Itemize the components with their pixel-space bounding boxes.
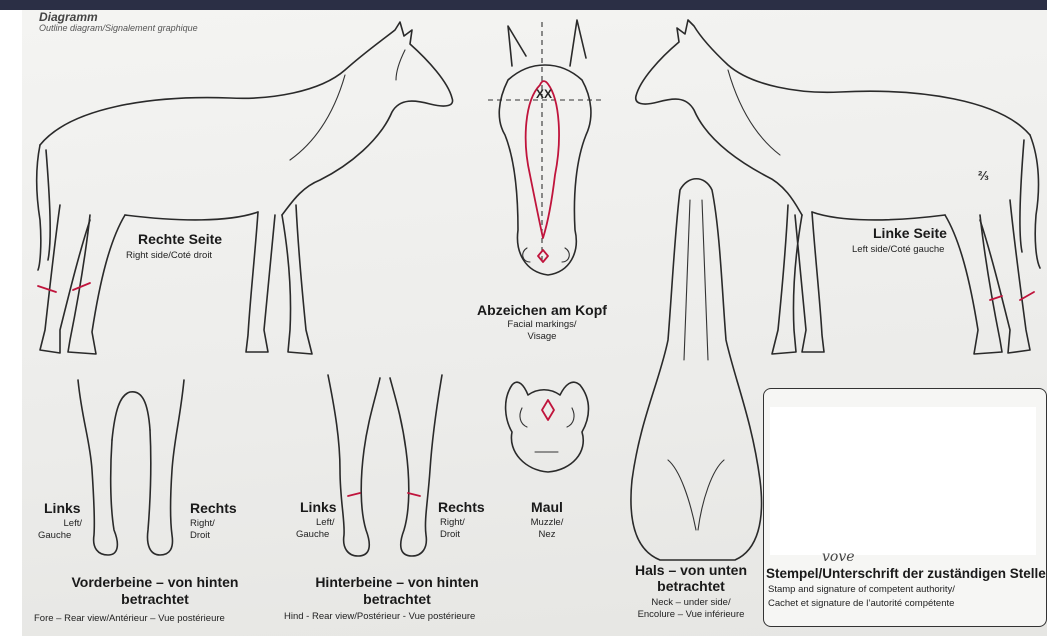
forelegs-left-sub2: Gauche [38, 530, 71, 541]
hindlegs-left-sub1: Left/ [316, 517, 335, 528]
left-side-title: Linke Seite [873, 225, 947, 241]
hindlegs-right-sub2: Droit [440, 529, 460, 540]
right-side-horse-outline [37, 22, 453, 354]
forelegs-caption-2: betrachtet [40, 591, 270, 607]
hindlegs-right-title: Rechts [438, 499, 485, 515]
left-side-subtitle: Left side/Coté gauche [852, 244, 944, 255]
forelegs-right-sub2: Droit [190, 530, 210, 541]
forelegs-left-title: Links [44, 500, 81, 516]
forelegs-rear-outline [78, 380, 184, 555]
head-subtitle-1: Facial markings/ [462, 319, 622, 330]
stamp-title: Stempel/Unterschrift der zuständigen Ste… [766, 566, 1046, 581]
hindlegs-right-sub1: Right/ [440, 517, 465, 528]
muzzle-outline [506, 382, 589, 472]
signature-handwriting: vove [822, 549, 855, 565]
hindlegs-caption-2: betrachtet [292, 591, 502, 607]
neck-title-2: betrachtet [606, 578, 776, 594]
hindlegs-caption-1: Hinterbeine – von hinten [292, 574, 502, 590]
hindlegs-left-sub2: Gauche [296, 529, 329, 540]
forelegs-right-sub1: Right/ [190, 518, 215, 529]
forelegs-right-title: Rechts [190, 500, 237, 516]
hindlegs-rear-outline [328, 375, 442, 556]
forelegs-subcaption: Fore – Rear view/Antérieur – Vue postéri… [34, 613, 225, 624]
left-side-horse-outline [636, 20, 1040, 354]
marking-snip [538, 250, 548, 262]
marking-right-hind [38, 286, 56, 292]
marking-hind-right [408, 493, 420, 496]
handwritten-code: ⅔ [978, 168, 989, 183]
neck-sub2: Encolure – Vue inférieure [606, 609, 776, 620]
marking-muzzle [542, 400, 554, 420]
muzzle-title: Maul [510, 499, 584, 515]
marking-hind-left [348, 493, 360, 496]
svg-text:XX: XX [536, 87, 552, 101]
forelegs-caption-1: Vorderbeine – von hinten [40, 574, 270, 590]
marking-right-fore [73, 283, 90, 290]
head-subtitle-2: Visage [462, 331, 622, 342]
forelegs-left-sub1: Left/ [20, 518, 82, 529]
neck-title-1: Hals – von unten [606, 562, 776, 578]
redacted-area [770, 407, 1036, 555]
hindlegs-subcaption: Hind - Rear view/Postérieur - Vue postér… [284, 611, 475, 622]
neck-underside-outline [631, 179, 762, 560]
head-front-outline [488, 20, 602, 275]
stamp-sub1: Stamp and signature of competent authori… [768, 584, 955, 595]
neck-sub1: Neck – under side/ [606, 597, 776, 608]
right-side-subtitle: Right side/Coté droit [126, 250, 212, 261]
head-title: Abzeichen am Kopf [462, 302, 622, 318]
stamp-sub2: Cachet et signature de l’autorité compét… [768, 598, 954, 609]
right-side-title: Rechte Seite [138, 231, 222, 247]
muzzle-sub2: Nez [510, 529, 584, 540]
hindlegs-left-title: Links [300, 499, 337, 515]
muzzle-sub1: Muzzle/ [510, 517, 584, 528]
